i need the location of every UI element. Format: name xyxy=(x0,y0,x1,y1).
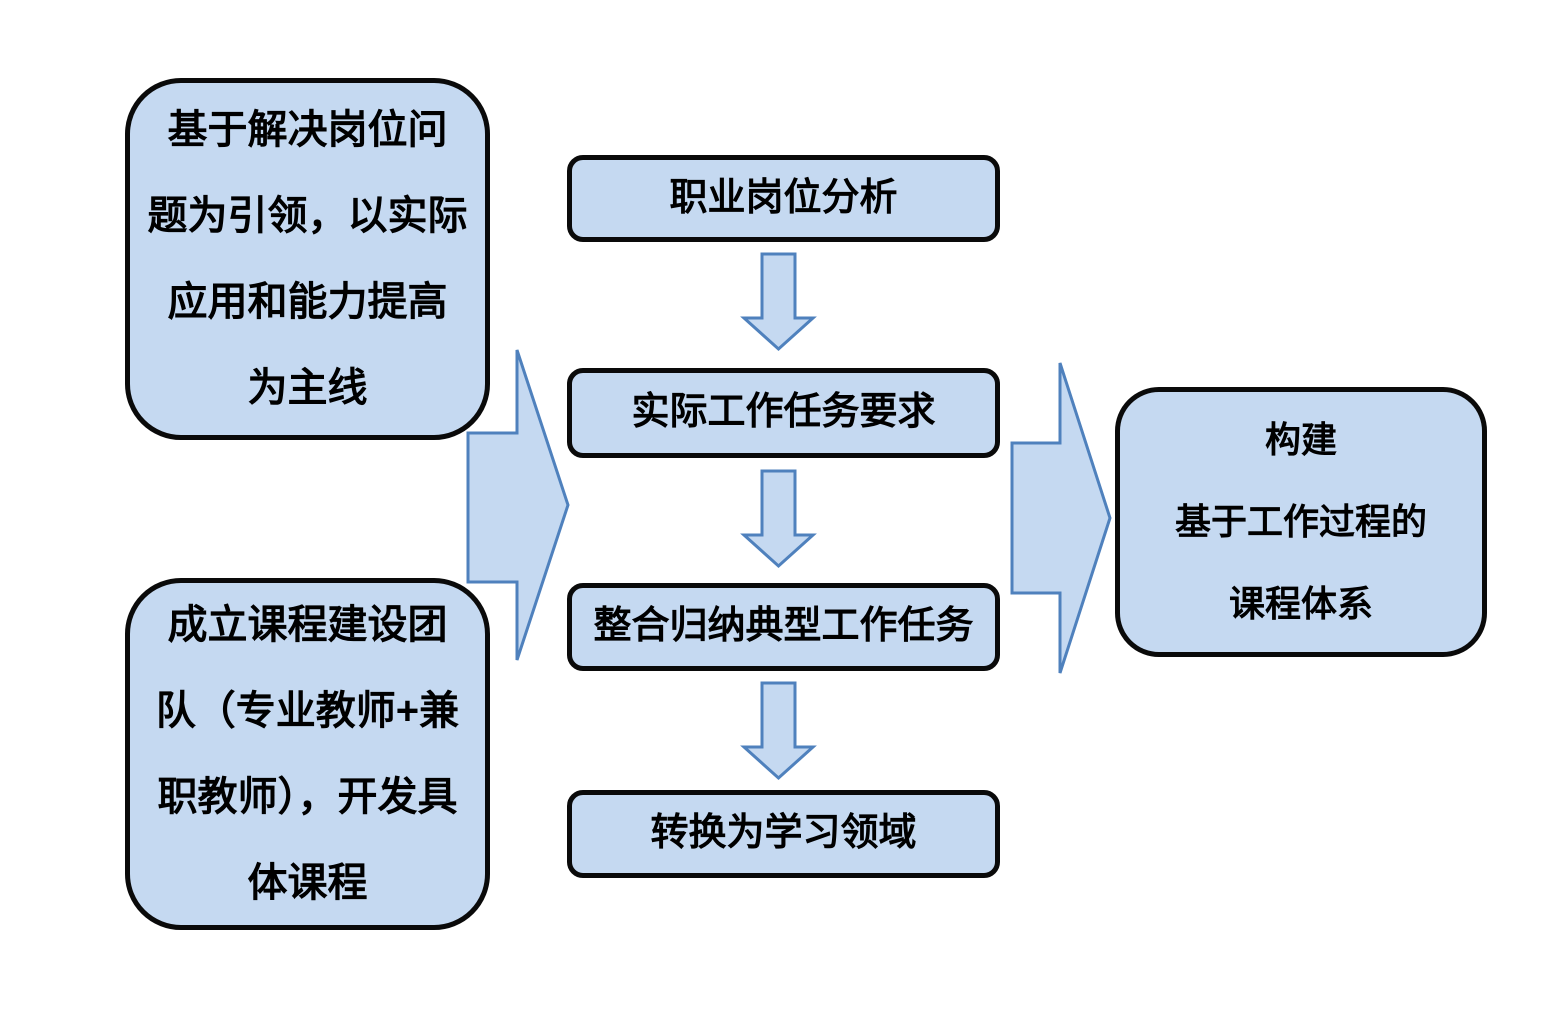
step-box-job-analysis: 职业岗位分析 xyxy=(567,155,1000,242)
note-box-principle: 基于解决岗位问 题为引领，以实际 应用和能力提高 为主线 xyxy=(125,78,490,440)
step-box-learning-fields: 转换为学习领域 xyxy=(567,790,1000,878)
step-box-task-requirements: 实际工作任务要求 xyxy=(567,368,1000,458)
down-arrow-icon xyxy=(740,681,817,781)
note-box-course-team: 成立课程建设团 队（专业教师+兼 职教师），开发具 体课程 xyxy=(125,578,490,930)
result-box-curriculum-system: 构建 基于工作过程的 课程体系 xyxy=(1115,387,1487,657)
step-box-typical-tasks: 整合归纳典型工作任务 xyxy=(567,583,1000,671)
right-arrow-icon xyxy=(466,349,570,661)
down-arrow-icon xyxy=(740,469,817,569)
down-arrow-icon xyxy=(740,252,817,352)
right-arrow-icon xyxy=(1010,362,1112,674)
